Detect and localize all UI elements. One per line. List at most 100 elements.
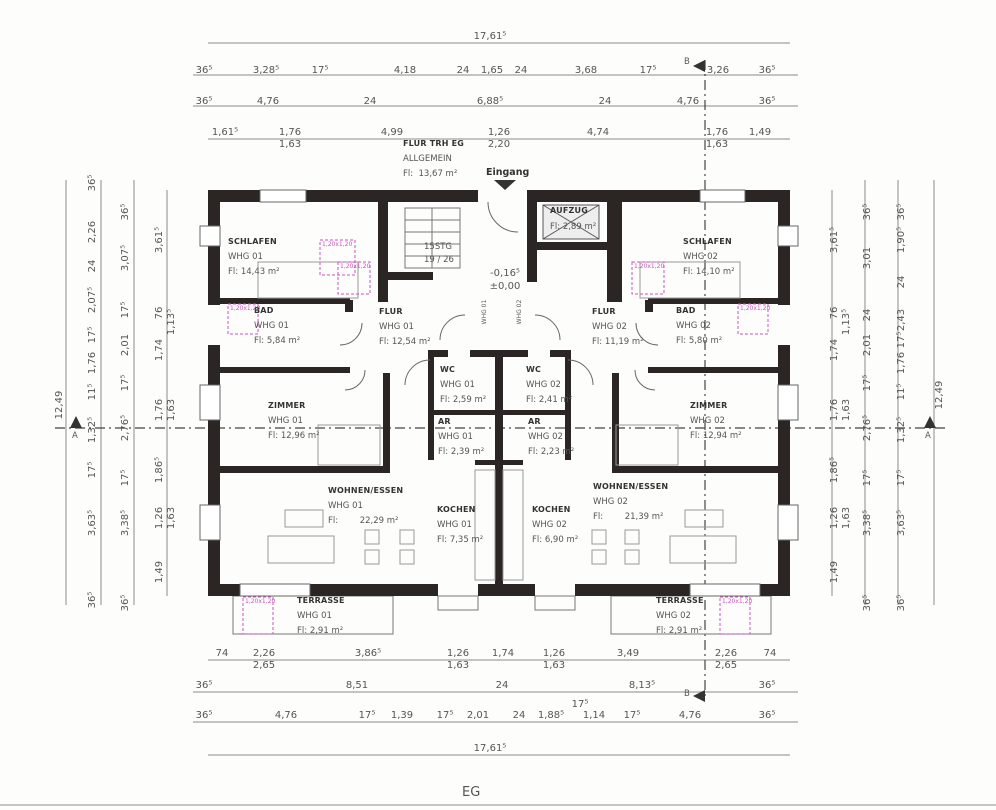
dimension-left: 36⁵: [120, 203, 131, 221]
fixture-label: 1,20x1,20: [722, 598, 753, 605]
fixture-markers: [227, 239, 769, 635]
room-name: ZIMMER: [268, 401, 306, 410]
room-unit: WHG 01: [328, 501, 363, 511]
dimension-top: 36⁵: [195, 65, 213, 76]
room-unit: WHG 01: [438, 432, 473, 442]
dimension-right: 1,49: [829, 560, 840, 584]
dimension-left: 1,86⁵: [154, 456, 165, 484]
dimension-left: 11⁵: [87, 383, 98, 401]
room-name: WC: [440, 365, 456, 374]
dimension-right: 1,32⁵: [896, 416, 907, 444]
dimension-right: 3,63⁵: [896, 509, 907, 537]
room-area: Fl: 6,90 m²: [532, 535, 579, 545]
dimension-bottom: 1,74: [491, 648, 515, 659]
room-unit: WHG 01: [437, 520, 472, 530]
dimension-left: 1,76: [87, 351, 98, 375]
room-area: Fl: 2,23 m²: [528, 447, 575, 457]
dimension-top: 4,99: [380, 127, 404, 138]
dimension-left: 17⁵: [120, 469, 131, 487]
room-name: WOHNEN/ESSEN: [328, 486, 404, 495]
room-unit: WHG 02: [656, 611, 691, 621]
dimension-bottom: 1,26: [542, 648, 566, 659]
dimension-bottom: 1,63: [446, 660, 470, 671]
dimension-top: 36⁵: [195, 96, 213, 107]
room-unit: WHG 01: [268, 416, 303, 426]
dimension-left: 36⁵: [120, 594, 131, 612]
dimension-bottom: 2,26: [252, 648, 276, 659]
room-unit: ALLGEMEIN: [403, 154, 452, 164]
dimension-bottom: 4,76: [274, 710, 298, 721]
room-name: WOHNEN/ESSEN: [593, 482, 669, 491]
dimension-top: 17⁵: [311, 65, 329, 76]
room-unit: WHG 01: [440, 380, 475, 390]
dimension-left: 1,13⁵: [166, 308, 177, 336]
dimension-top: 17,61⁵: [473, 31, 507, 42]
stair-steps: 15STG: [424, 242, 452, 252]
room-name: SCHLAFEN: [228, 237, 277, 246]
dimension-right: 17⁵: [896, 469, 907, 487]
room-area: Fl: 2,39 m²: [438, 447, 485, 457]
dimension-top: 1,76: [705, 127, 729, 138]
room-area: Fl: 14,43 m²: [228, 267, 280, 277]
room-area: Fl: 22,29 m²: [328, 516, 399, 526]
section-a-left: A: [72, 431, 78, 441]
dimension-bottom: 1,88⁵: [537, 710, 565, 721]
stair-ratio: 19 / 26: [424, 255, 454, 265]
room-name: FLUR: [379, 307, 403, 316]
dimension-right: 24: [862, 308, 873, 322]
dimension-left: 17⁵: [120, 374, 131, 392]
dimension-right: 2,76⁵: [862, 414, 873, 442]
dimension-bottom: 17⁵: [358, 710, 376, 721]
room-area: Fl: 5,84 m²: [254, 336, 301, 346]
dimension-right: 76: [829, 306, 840, 320]
room-area: Fl: 21,39 m²: [593, 512, 664, 522]
room-unit: WHG 02: [592, 322, 627, 332]
dimension-left: 1,63: [166, 506, 177, 530]
fixture-label: 1,20x1,20: [340, 263, 371, 270]
room-name: AUFZUG: [550, 206, 588, 215]
dimension-right: 3,61⁵: [829, 226, 840, 254]
dimension-left: 3,61⁵: [154, 226, 165, 254]
dimension-right: 1,76: [829, 398, 840, 422]
dimension-right: 1,76: [896, 351, 907, 375]
room-unit: WHG 01: [297, 611, 332, 621]
dimension-bottom: 74: [763, 648, 777, 659]
dimension-left: 1,63: [166, 398, 177, 422]
dimension-top: 3,68: [574, 65, 598, 76]
dimension-bottom: 24: [495, 680, 509, 691]
dimension-left: 3,63⁵: [87, 509, 98, 537]
section-b-top: B: [684, 57, 690, 67]
section-b-bottom: B: [684, 689, 690, 699]
room-unit: WHG 02: [526, 380, 561, 390]
dimension-top: 3,28⁵: [252, 65, 280, 76]
dimension-right: 3,01: [862, 246, 873, 270]
dimension-top: 4,76: [676, 96, 700, 107]
fixture-label: 1,20x1,20: [322, 241, 353, 248]
dimension-bottom: 3,86⁵: [354, 648, 382, 659]
dimension-right: 36⁵: [862, 203, 873, 221]
dimension-bottom: 17⁵: [623, 710, 641, 721]
dimension-right: 17⁵: [862, 374, 873, 392]
dimension-top: 2,20: [487, 139, 511, 150]
dimension-top: 1,49: [748, 127, 772, 138]
dimension-right: 3,38⁵: [862, 509, 873, 537]
dimension-left: 12,49: [54, 390, 65, 420]
dimension-right: 36⁵: [862, 594, 873, 612]
room-area: Fl: 2,41 m²: [526, 395, 573, 405]
room-area: Fl: 7,35 m²: [437, 535, 484, 545]
dimension-bottom: 17⁵: [436, 710, 454, 721]
dimension-right: 36⁵: [896, 594, 907, 612]
dimension-top: 36⁵: [758, 65, 776, 76]
room-area: Fl: 13,67 m²: [403, 169, 458, 179]
dimension-left: 2,07⁵: [87, 286, 98, 314]
fixture-label: 1,20x1,20: [230, 305, 261, 312]
dimension-left: 2,76⁵: [120, 414, 131, 442]
dimension-bottom: 74: [215, 648, 229, 659]
door-label: WHG 02: [516, 299, 523, 325]
room-name: TERRASSE: [297, 596, 345, 605]
dimension-bottom: 36⁵: [195, 710, 213, 721]
dimension-bottom: 3,49: [616, 648, 640, 659]
walls: [208, 190, 790, 596]
room-name: BAD: [676, 306, 696, 315]
dimension-right: 1,26: [829, 506, 840, 530]
